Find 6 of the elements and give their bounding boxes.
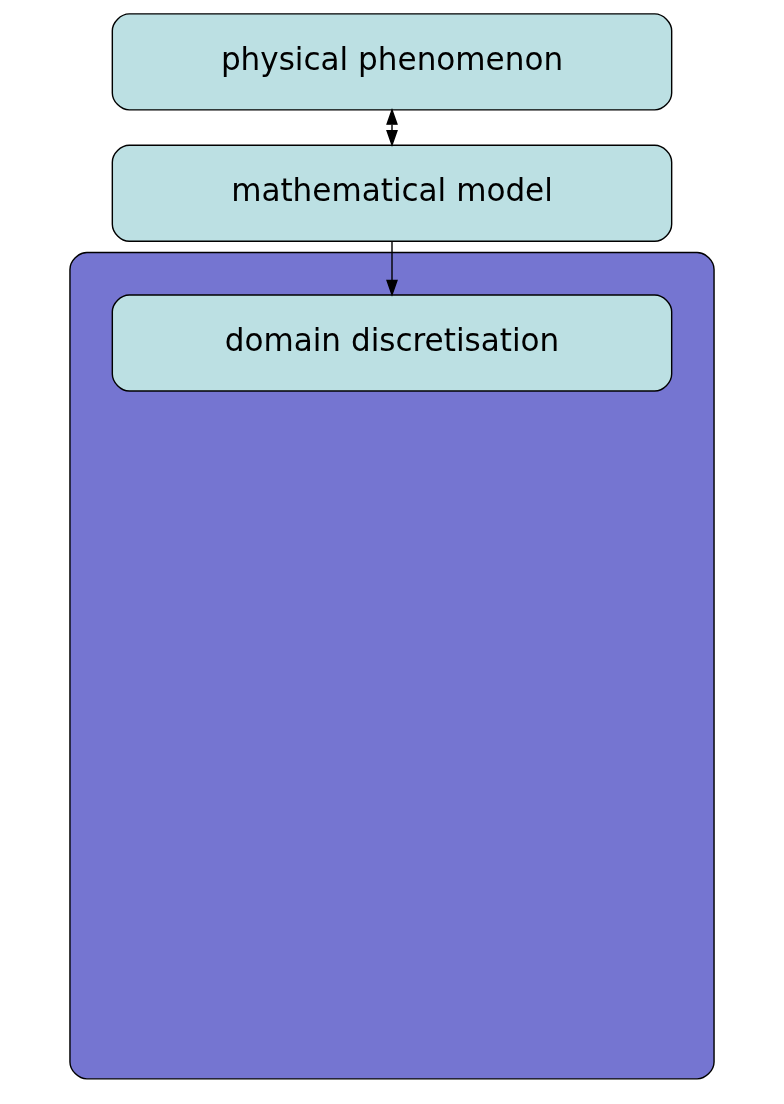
cluster [69,251,715,1080]
node-box: domain discretisation [111,294,673,392]
node-box: mathematical model [111,144,673,242]
arrow [386,240,398,297]
node-box: physical phenomenon [111,13,673,111]
arrow [386,107,398,147]
